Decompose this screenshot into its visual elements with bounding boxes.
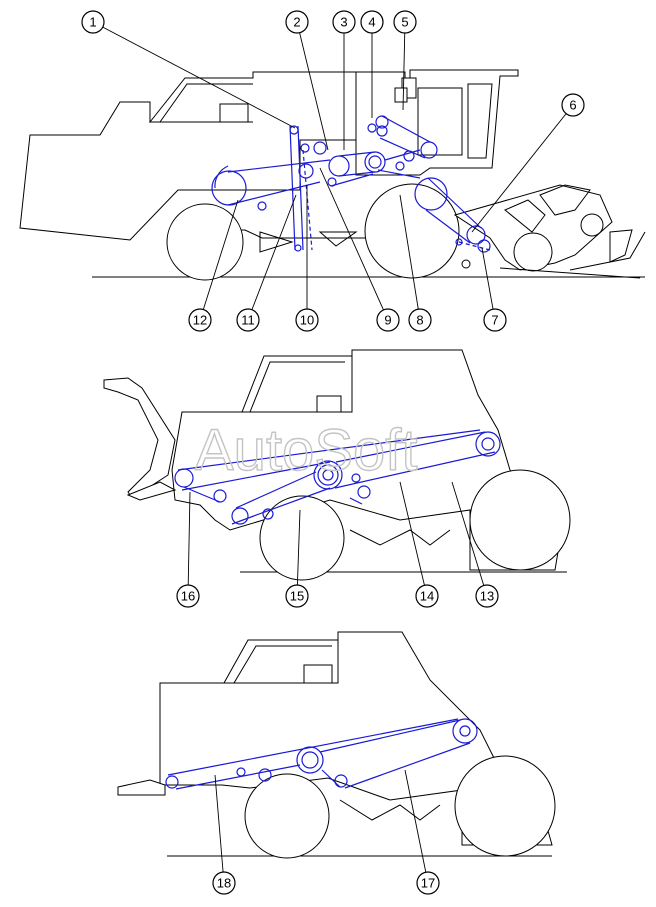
callout-1: 1 — [81, 10, 105, 34]
callout-14: 14 — [415, 584, 439, 608]
callout-6: 6 — [561, 93, 585, 117]
combine-left-view — [19, 69, 646, 281]
callout-label: 7 — [491, 313, 498, 328]
callout-label: 14 — [420, 589, 434, 604]
callout-label: 5 — [401, 15, 408, 30]
leader-lines — [92, 21, 574, 884]
callout-label: 10 — [300, 313, 314, 328]
callout-label: 3 — [340, 15, 347, 30]
callout-label: 6 — [569, 98, 576, 113]
callout-label: 16 — [181, 589, 195, 604]
callout-11: 11 — [236, 308, 260, 332]
callout-label: 18 — [217, 876, 231, 891]
callout-label: 13 — [480, 589, 494, 604]
callout-10: 10 — [295, 308, 319, 332]
belt-drive-right-view-2 — [174, 429, 501, 525]
callout-label: 12 — [193, 313, 207, 328]
callout-17: 17 — [416, 871, 440, 895]
callout-9: 9 — [376, 308, 400, 332]
callout-label: 15 — [290, 589, 304, 604]
combine-right-view-3 — [117, 631, 556, 859]
callout-label: 11 — [241, 313, 255, 328]
callout-7: 7 — [483, 308, 507, 332]
callout-4: 4 — [360, 10, 384, 34]
callout-label: 8 — [416, 313, 423, 328]
callout-label: 17 — [421, 876, 435, 891]
belt-drive-left-view — [211, 115, 491, 253]
callout-13: 13 — [475, 584, 499, 608]
callout-16: 16 — [176, 584, 200, 608]
callout-label: 4 — [368, 15, 375, 30]
callout-2: 2 — [285, 10, 309, 34]
callout-label: 2 — [293, 15, 300, 30]
callout-3: 3 — [332, 10, 356, 34]
callout-12: 12 — [188, 308, 212, 332]
callout-8: 8 — [408, 308, 432, 332]
callout-15: 15 — [285, 584, 309, 608]
callout-label: 1 — [89, 15, 96, 30]
combine-right-view-2 — [103, 349, 571, 581]
callout-label: 9 — [384, 313, 391, 328]
watermark-text: AutoSoft — [195, 418, 417, 483]
belt-drive-right-view-3 — [165, 718, 478, 790]
callout-18: 18 — [212, 871, 236, 895]
callout-5: 5 — [393, 10, 417, 34]
